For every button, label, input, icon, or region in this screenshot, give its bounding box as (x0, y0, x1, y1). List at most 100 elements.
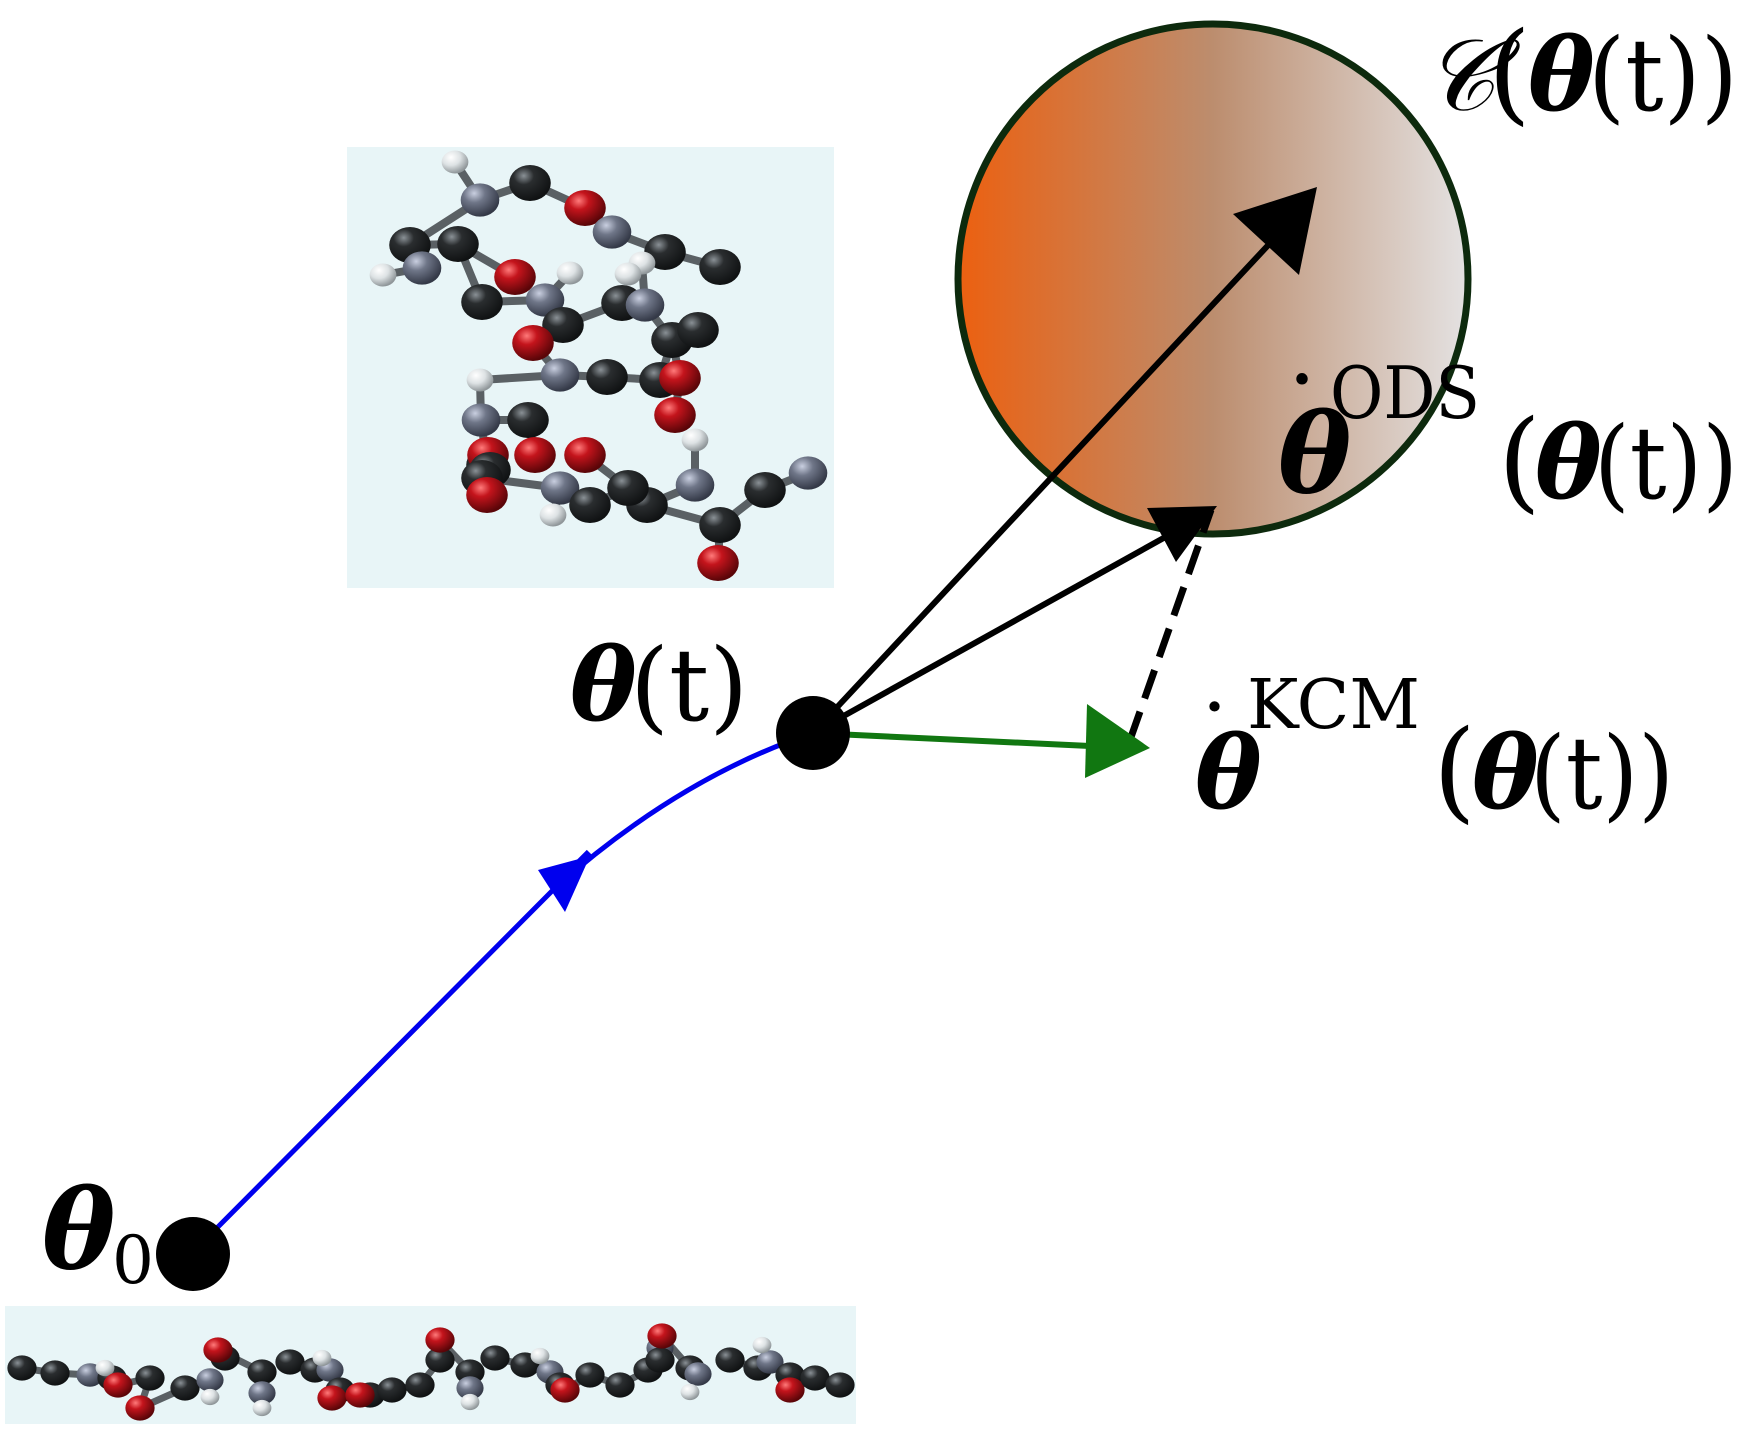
carbon-atom (405, 1372, 435, 1398)
trajectory-curve (191, 730, 814, 1254)
carbon-atom (507, 402, 549, 438)
nitrogen-atom (196, 1368, 224, 1392)
constraint-theta: θ (1528, 16, 1595, 134)
kcm-superscript: KCM (1247, 666, 1420, 745)
oxygen-atom (564, 437, 606, 473)
carbon-atom (800, 1365, 830, 1391)
carbon-atom (170, 1375, 200, 1401)
oxygen-atom (425, 1327, 455, 1353)
trajectory-arrowhead (538, 856, 590, 912)
nitrogen-atom (788, 456, 828, 490)
kcm-dot: ˙ (1192, 687, 1237, 792)
theta0-point (156, 1217, 230, 1291)
hydrogen-atom (460, 1393, 480, 1411)
hydrogen-atom (752, 1336, 772, 1354)
oxygen-atom (697, 545, 739, 581)
nitrogen-atom (625, 288, 665, 322)
carbon-atom (437, 226, 479, 262)
carbon-atom (645, 1347, 675, 1373)
carbon-atom (605, 1372, 635, 1398)
hydrogen-atom (441, 150, 469, 174)
theta-t-symbol: θ (570, 626, 637, 744)
ods-arrow (810, 187, 1317, 736)
hydrogen-atom (369, 263, 397, 287)
nitrogen-atom (402, 251, 442, 285)
theta0-subscript: 0 (112, 1222, 154, 1299)
theta-t-args: (t) (630, 627, 748, 744)
carbon-atom (677, 312, 719, 348)
kcm-args-close: (t)) (1530, 715, 1674, 832)
carbon-atom (461, 284, 503, 320)
constraint-set-circle (954, 20, 1472, 538)
nitrogen-atom (540, 358, 580, 392)
carbon-atom (825, 1372, 855, 1398)
carbon-atom (425, 1347, 455, 1373)
oxygen-atom (494, 259, 536, 295)
kcm-theta: θ (1195, 714, 1262, 832)
carbon-atom (569, 487, 611, 523)
hydrogen-atom (556, 261, 584, 285)
carbon-atom (586, 359, 628, 395)
carbon-atom (607, 470, 649, 506)
extended-molecule-image (5, 1306, 856, 1424)
carbon-atom (699, 249, 741, 285)
carbon-atom (509, 165, 551, 201)
carbon-atom (40, 1360, 70, 1386)
hydrogen-atom (200, 1388, 220, 1406)
carbon-atom (480, 1345, 510, 1371)
kcm-label: θ ˙ KCM ( θ (t)) (1192, 666, 1674, 834)
correction-dashed-line (1126, 508, 1215, 742)
hydrogen-atom (312, 1349, 332, 1367)
oxygen-atom (775, 1377, 805, 1403)
carbon-atom (542, 307, 584, 343)
carbon-atom (699, 507, 741, 543)
carbon-atom (275, 1349, 305, 1375)
kcm-arrow (812, 704, 1150, 778)
nitrogen-atom (756, 1350, 784, 1374)
oxygen-atom (103, 1372, 133, 1398)
ods-theta: θ (1278, 389, 1351, 518)
hydrogen-atom (466, 368, 494, 392)
ods-args-open: ( (1498, 396, 1541, 524)
carbon-atom (744, 472, 786, 508)
theta0-label: θ 0 (42, 1165, 154, 1299)
oxygen-atom (550, 1377, 580, 1403)
oxygen-atom (659, 360, 701, 396)
nitrogen-atom (456, 1376, 484, 1400)
nitrogen-atom (592, 215, 632, 249)
carbon-atom (377, 1377, 407, 1403)
carbon-atom (135, 1365, 165, 1391)
ods-dot: ˙ (1277, 357, 1327, 474)
oxygen-atom (564, 190, 606, 226)
kcm-args-theta: θ (1472, 714, 1539, 832)
constraint-close: (t)) (1588, 17, 1738, 134)
carbon-atom (575, 1362, 605, 1388)
hydrogen-atom (539, 503, 567, 527)
oxygen-atom (125, 1395, 155, 1421)
hydrogen-atom (530, 1347, 550, 1365)
theta-t-label: θ (t) (570, 626, 748, 744)
nitrogen-atom (460, 183, 500, 217)
hydrogen-atom (681, 428, 709, 452)
constraint-label: 𝒞 ( θ (t)) (1423, 8, 1738, 136)
ods-label: θ ˙ ODS ( θ (t)) (1277, 351, 1738, 524)
nitrogen-atom (675, 468, 715, 502)
nitrogen-atom (540, 471, 580, 505)
folded-molecule-image (347, 147, 834, 588)
ods-superscript: ODS (1330, 351, 1480, 435)
oxygen-atom (647, 1323, 677, 1349)
theta0-symbol: θ (42, 1165, 115, 1294)
kcm-args-open: ( (1433, 706, 1476, 834)
oxygen-atom (317, 1385, 347, 1411)
ods-args-theta: θ (1535, 404, 1602, 522)
oxygen-atom (512, 325, 554, 361)
hydrogen-atom (680, 1383, 700, 1401)
carbon-atom (247, 1359, 277, 1385)
oxygen-atom (345, 1382, 375, 1408)
oxygen-atom (654, 397, 696, 433)
projection-arrow (811, 506, 1217, 736)
constraint-open: ( (1488, 8, 1531, 136)
hydrogen-atom (95, 1359, 115, 1377)
theta-t-point (776, 696, 850, 770)
